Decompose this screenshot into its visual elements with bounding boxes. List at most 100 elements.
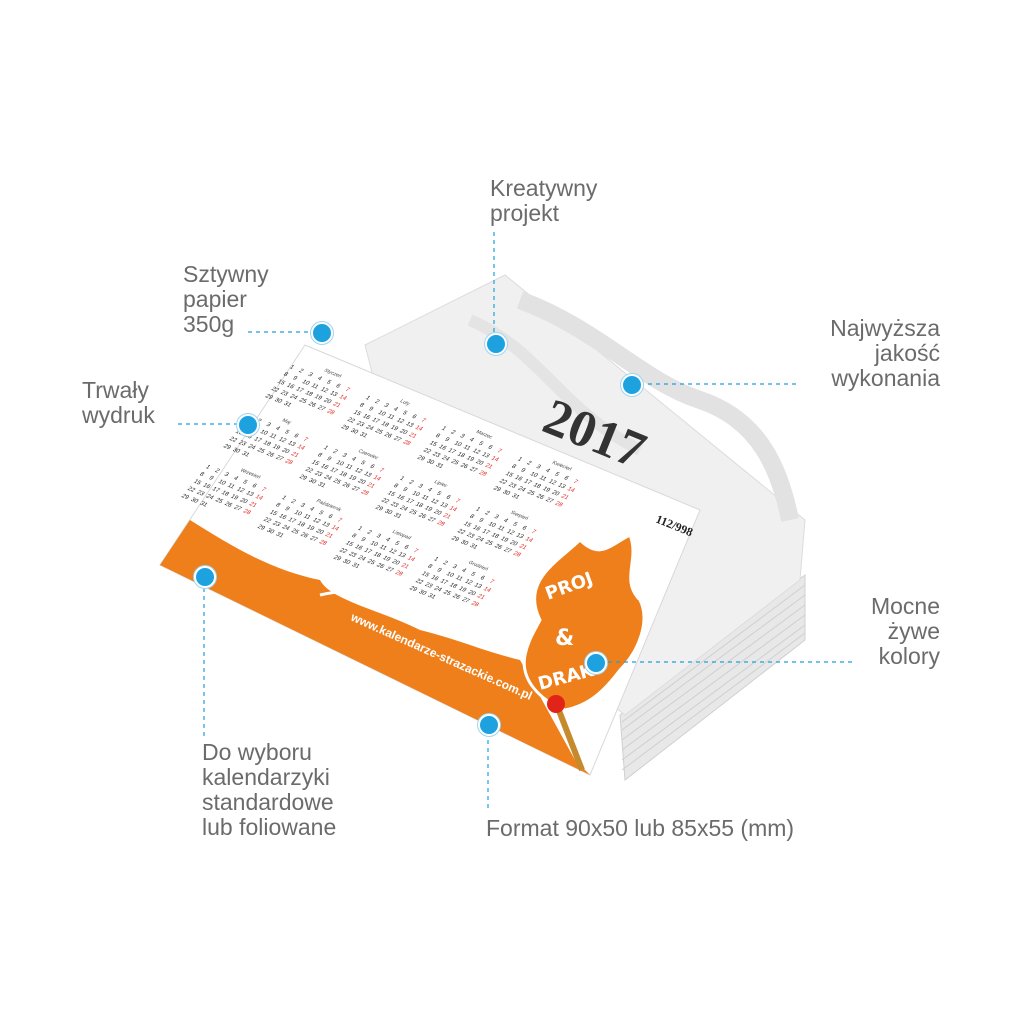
calendar-day: 30 [265,527,276,535]
calendar-day: 8 [510,463,518,470]
calendar-day: 14 [406,555,417,563]
calendar-day: 20 [466,589,477,597]
calendar-day: 31 [434,462,445,470]
calendar-day: 11 [268,432,279,440]
calendar-day: 12 [387,548,398,556]
calendar-day: 26 [493,543,504,551]
calendar-day: 17 [328,467,339,475]
calendar-day: 23 [389,501,400,509]
calendar-day: 12 [471,448,482,456]
calendar-day: 28 [477,470,488,478]
calendar-day: 21 [407,432,418,440]
calendar-day: 28 [394,569,405,577]
flame-logo [522,532,646,712]
calendar-day: 19 [347,474,358,482]
label-paper: Sztywny papier 350g [183,261,269,337]
calendar-day: 19 [457,585,468,593]
calendar-day: 27 [316,404,327,412]
calendar-day: 15 [352,409,363,417]
dot-creative [485,333,507,355]
calendar-day: 26 [383,431,394,439]
calendar-day: 12 [463,578,474,586]
calendar-day: 8 [198,471,206,478]
calendar-day: 13 [396,551,407,559]
label-quality: Najwyższa jakość wykonania [830,315,940,391]
calendar-day: 4 [426,487,434,494]
calendar-day: 20 [280,447,291,455]
calendar-day: 26 [459,462,470,470]
calendar-day: 27 [384,566,395,574]
calendar-day: 23 [423,581,434,589]
calendar-day: 12 [395,417,406,425]
calendar-day: 6 [326,513,334,520]
calendar-day: 7 [302,436,310,443]
dot-format [478,714,500,736]
calendar-day: 16 [285,382,296,390]
calendar-day: 5 [325,379,333,386]
calendar-day: 10 [300,379,311,387]
calendar-day: 14 [372,474,383,482]
calendar-day: 9 [325,456,333,463]
calendar-day: 10 [487,521,498,529]
calendar-day: 20 [390,559,401,567]
calendar-day: 30 [273,397,284,405]
calendar-day: 13 [328,390,339,398]
calendar-day: 11 [454,574,465,582]
calendar-day: 2 [289,498,297,505]
calendar-day: 19 [271,443,282,451]
calendar-day: 30 [383,508,394,516]
calendar-day: 24 [432,585,443,593]
calendar-day: 23 [313,470,324,478]
calendar-day: 10 [528,471,539,479]
calendar-day: 19 [423,505,434,513]
calendar-day: 18 [414,501,425,509]
calendar-day: 15 [344,540,355,548]
calendar-day: 20 [322,397,333,405]
calendar-day: 31 [282,400,293,408]
calendar-day: 8 [350,533,358,540]
calendar-day: 3 [375,533,383,540]
calendar-day: 13 [480,451,491,459]
calendar-day: 24 [322,474,333,482]
calendar-day: 31 [350,562,361,570]
calendar-day: 25 [366,558,377,566]
calendar-day: 6 [444,494,452,501]
calendar-day: 31 [316,481,327,489]
calendar-day: 19 [389,424,400,432]
calendar-day: 2 [373,398,381,405]
month-title: Marzec [475,429,495,440]
calendar-day: 29 [332,554,343,562]
svg-text:&: & [555,626,574,651]
calendar-day: 25 [214,497,225,505]
calendar-day: 10 [452,440,463,448]
calendar-day: 11 [386,413,397,421]
calendar-day: 5 [317,510,325,517]
calendar-day: 9 [519,467,527,474]
calendar-day: 16 [201,482,212,490]
calendar-day: 11 [462,444,473,452]
calendar-day: 27 [502,547,513,555]
calendar-day: 26 [535,493,546,501]
calendar-day: 13 [362,471,373,479]
calendar-day: 2 [449,429,457,436]
calendar-day: 15 [268,509,279,517]
calendar-day: 13 [514,532,525,540]
label-print: Trwały wydruk [82,377,155,428]
calendar-day: 28 [435,520,446,528]
calendar-day: 24 [356,555,367,563]
calendar-day: 20 [432,509,443,517]
calendar-day: 4 [468,437,476,444]
calendar-day: 31 [358,431,369,439]
calendar-day: 11 [496,525,507,533]
calendar-day: 24 [204,493,215,501]
back-card-swirl [516,291,799,522]
calendar-day: 19 [381,555,392,563]
calendar-day: 11 [378,544,389,552]
calendar-day: 3 [306,371,314,378]
calendar-day: 17 [286,517,297,525]
calendar-day: 31 [510,493,521,501]
calendar-day: 29 [222,443,233,451]
calendar-day: 19 [541,486,552,494]
calendar-day: 6 [334,383,342,390]
calendar-day: 28 [283,458,294,466]
